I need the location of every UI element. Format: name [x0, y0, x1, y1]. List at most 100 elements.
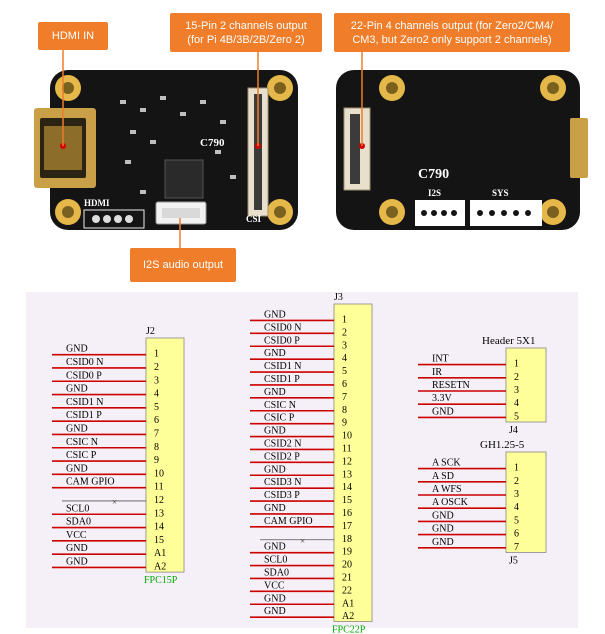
- j3-pin-number: 7: [342, 392, 347, 403]
- j2-body: [145, 337, 185, 573]
- j5-pin-number: 3: [514, 489, 519, 500]
- j3-pin-number: 22: [342, 585, 352, 596]
- schematic-background: [26, 292, 578, 628]
- back-sys-label: SYS: [492, 188, 509, 198]
- callout-22pin-line1: 22-Pin 4 channels output (for Zero2/CM4/: [350, 19, 554, 32]
- j3-net-label: GND: [264, 542, 286, 553]
- j3-pin-number: 5: [342, 366, 347, 377]
- board-front: C790 HDMI CSI: [34, 70, 298, 230]
- j3-net-label: CAM GPIO: [264, 516, 313, 527]
- j3-net-label: GND: [264, 593, 286, 604]
- j3-ref: J3: [334, 292, 343, 303]
- j2-net-label: SDA0: [66, 517, 91, 528]
- j3-pin-number: 16: [342, 508, 352, 519]
- j4-pin-number: 4: [514, 398, 519, 409]
- j3-net-label: CSID3 N: [264, 477, 302, 488]
- j2-ref: J2: [146, 326, 155, 337]
- j3-net-label: VCC: [264, 580, 285, 591]
- j2-pin-number: 7: [154, 428, 159, 439]
- j3-net-label: GND: [264, 348, 286, 359]
- j3-net-label: GND: [264, 426, 286, 437]
- j3-body: [333, 303, 373, 623]
- j4-pin-number: 3: [514, 385, 519, 396]
- j3-net-label: GND: [264, 387, 286, 398]
- j2-pin-number: A2: [154, 561, 166, 572]
- j4-title: Header 5X1: [482, 335, 535, 347]
- j5-pin-number: 2: [514, 476, 519, 487]
- callout-hdmi-in-text: HDMI IN: [51, 30, 95, 42]
- j3-pin-number: 11: [342, 443, 352, 454]
- j3-pin-number: A1: [342, 598, 354, 609]
- j4-body: [505, 347, 547, 423]
- j5-net-label: A SCK: [432, 458, 461, 469]
- j2-net-label: GND: [66, 384, 88, 395]
- j4-net-label: GND: [432, 406, 454, 417]
- fpc22-connector: [343, 107, 371, 191]
- callout-i2s-audio: I2S audio output: [130, 248, 236, 282]
- j2-net-label: CSID0 P: [66, 370, 102, 381]
- j3-pin-number: 1: [342, 314, 347, 325]
- j2-pin-number: 8: [154, 442, 159, 453]
- j3-pin-number: 3: [342, 340, 347, 351]
- j3-net-label: CSIC N: [264, 400, 296, 411]
- j5-pin-number: 5: [514, 515, 519, 526]
- callout-lines: [62, 50, 363, 248]
- j2-pin-number: 14: [154, 522, 164, 533]
- j5-net-label: GND: [432, 524, 454, 535]
- j5-net-label: A WFS: [432, 484, 462, 495]
- j3-pin-number: 9: [342, 418, 347, 429]
- j2-net-label: GND: [66, 463, 88, 474]
- j2-pin-number: 3: [154, 375, 159, 386]
- j5-net-label: GND: [432, 537, 454, 548]
- j2-net-label: VCC: [66, 530, 87, 541]
- j2-pin-number: A1: [154, 548, 166, 559]
- j5-net-label: A OSCK: [432, 497, 469, 508]
- j4-pin-number: 2: [514, 372, 519, 383]
- j4-pin-number: 5: [514, 411, 519, 422]
- j2-net-label: CSID0 N: [66, 357, 104, 368]
- j4-net-label: INT: [432, 354, 449, 365]
- j5-net-label: A SD: [432, 471, 454, 482]
- callout-i2s-audio-text: I2S audio output: [142, 259, 224, 271]
- j2-pin-number: 2: [154, 362, 159, 373]
- j5-net-label: GND: [432, 510, 454, 521]
- j3-net-label: CSID0 P: [264, 335, 300, 346]
- j2-net-label: CSID1 N: [66, 397, 104, 408]
- j4-ref: J4: [509, 425, 518, 436]
- callout-15pin-line2: (for Pi 4B/3B/2B/Zero 2): [187, 33, 305, 46]
- back-i2s-label: I2S: [428, 188, 441, 198]
- j3-net-label: GND: [264, 309, 286, 320]
- callout-15pin-line1: 15-Pin 2 channels output: [185, 19, 307, 32]
- j3-net-label: CSID2 P: [264, 451, 300, 462]
- j5-pin-number: 7: [514, 542, 519, 553]
- j3-pin-number: 18: [342, 534, 352, 545]
- j3-net-label: CSID1 P: [264, 374, 300, 385]
- header-pads: [83, 209, 145, 229]
- j2-net-label: GND: [66, 344, 88, 355]
- j3-net-label: GND: [264, 606, 286, 617]
- callout-hdmi-in: HDMI IN: [38, 22, 108, 50]
- j2-pin-number: 1: [154, 349, 159, 360]
- j2-pin-number: 4: [154, 389, 159, 400]
- i2s-connector: [155, 201, 207, 225]
- callout-22pin-line2: CM3, but Zero2 only support 2 channels): [352, 33, 552, 46]
- j3-pin-number: 14: [342, 482, 352, 493]
- j5-body: [505, 451, 547, 553]
- j2-net-label: GND: [66, 556, 88, 567]
- callout-15pin: 15-Pin 2 channels output (for Pi 4B/3B/2…: [170, 13, 322, 52]
- j3-pin-number: A2: [342, 611, 354, 622]
- board-photo-area: C790 HDMI CSI C790 I2S SYS: [34, 50, 588, 248]
- j2-net-label: GND: [66, 543, 88, 554]
- j4-net-label: RESETN: [432, 380, 470, 391]
- back-chip-label: C790: [418, 167, 449, 182]
- j3-net-label: GND: [264, 464, 286, 475]
- j2-pin-number: 13: [154, 508, 164, 519]
- j5-pin-number: 1: [514, 463, 519, 474]
- hdmi-connector: [34, 108, 96, 188]
- j3-pin-number: 12: [342, 456, 352, 467]
- j4-net-label: 3.3V: [432, 393, 453, 404]
